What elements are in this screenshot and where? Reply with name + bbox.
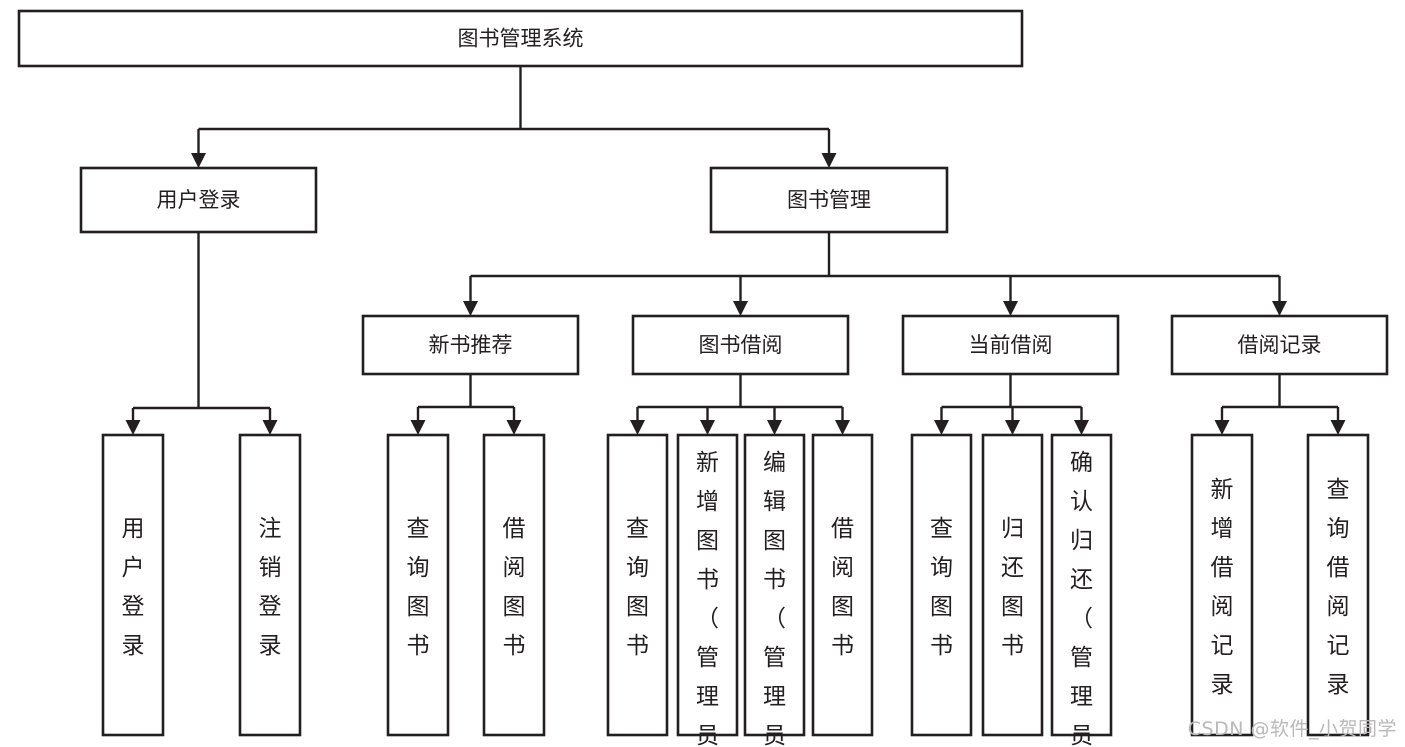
node-user-login[interactable]: 用户登录 bbox=[79, 166, 318, 234]
node-leaf-query-book-2[interactable]: 查询图书 bbox=[606, 433, 669, 737]
connector-group-new-book-rec bbox=[410, 374, 522, 435]
node-label: 借阅记录 bbox=[1238, 333, 1322, 357]
node-borrow-record[interactable]: 借阅记录 bbox=[1170, 314, 1389, 376]
node-label: 归还图书 bbox=[1001, 516, 1024, 659]
arrow-head-icon bbox=[463, 301, 478, 316]
node-label: 编辑图书（管理员） bbox=[763, 450, 786, 747]
node-leaf-user-login[interactable]: 用户登录 bbox=[101, 433, 165, 737]
node-label: 新增图书（管理员） bbox=[696, 450, 719, 747]
arrow-head-icon bbox=[191, 153, 206, 168]
node-label: 用户登录 bbox=[157, 188, 241, 212]
arrow-head-icon bbox=[835, 420, 850, 435]
node-label: 图书管理 bbox=[787, 188, 871, 212]
arrow-head-icon bbox=[1214, 420, 1230, 435]
arrow-head-icon bbox=[506, 420, 522, 435]
connector-group-book-manage bbox=[463, 232, 1287, 316]
node-label: 注销登录 bbox=[259, 516, 282, 659]
connector-group-root bbox=[191, 66, 837, 168]
arrow-head-icon bbox=[262, 420, 278, 435]
arrow-head-icon bbox=[767, 420, 782, 435]
node-new-book-rec[interactable]: 新书推荐 bbox=[361, 314, 580, 376]
node-label: 借阅图书 bbox=[503, 516, 526, 659]
node-leaf-confirm-return[interactable]: 确认归还（管理员） bbox=[1050, 433, 1113, 747]
arrow-head-icon bbox=[630, 420, 645, 435]
arrow-head-icon bbox=[733, 301, 748, 316]
arrow-head-icon bbox=[700, 420, 715, 435]
node-label: 查询图书 bbox=[626, 516, 649, 659]
node-label: 查询借阅记录 bbox=[1327, 477, 1350, 698]
node-leaf-query-record[interactable]: 查询借阅记录 bbox=[1306, 433, 1370, 737]
node-label: 当前借阅 bbox=[969, 333, 1053, 357]
node-leaf-query-book-3[interactable]: 查询图书 bbox=[910, 433, 973, 737]
connector-group-current-borrow bbox=[934, 374, 1089, 435]
arrow-head-icon bbox=[1272, 301, 1287, 316]
node-label: 新书推荐 bbox=[429, 333, 513, 357]
node-label: 新增借阅记录 bbox=[1211, 477, 1234, 698]
node-label: 用户登录 bbox=[122, 516, 145, 659]
arrow-head-icon bbox=[1074, 420, 1089, 435]
node-label: 图书借阅 bbox=[699, 333, 783, 357]
node-current-borrow[interactable]: 当前借阅 bbox=[901, 314, 1120, 376]
arrow-head-icon bbox=[410, 420, 426, 435]
node-leaf-query-book-1[interactable]: 查询图书 bbox=[386, 433, 450, 737]
node-book-manage[interactable]: 图书管理 bbox=[709, 166, 949, 234]
connector-group-user-login bbox=[125, 232, 278, 435]
arrow-head-icon bbox=[821, 153, 837, 168]
csdn-watermark: CSDN @软件_小贺同学 bbox=[1187, 718, 1397, 740]
arrow-head-icon bbox=[1005, 420, 1020, 435]
connector-group-book-borrow bbox=[630, 374, 850, 435]
node-label: 借阅图书 bbox=[831, 516, 854, 659]
arrow-head-icon bbox=[125, 420, 141, 435]
node-leaf-logout[interactable]: 注销登录 bbox=[238, 433, 302, 737]
node-leaf-edit-book[interactable]: 编辑图书（管理员） bbox=[743, 433, 806, 747]
arrow-head-icon bbox=[1330, 420, 1346, 435]
node-label: 查询图书 bbox=[930, 516, 953, 659]
node-label: 查询图书 bbox=[407, 516, 430, 659]
node-leaf-borrow-book-2[interactable]: 借阅图书 bbox=[811, 433, 874, 737]
node-label: 图书管理系统 bbox=[458, 27, 584, 51]
node-leaf-return-book[interactable]: 归还图书 bbox=[981, 433, 1044, 737]
node-label: 确认归还（管理员） bbox=[1070, 450, 1093, 747]
node-book-borrow[interactable]: 图书借阅 bbox=[631, 314, 850, 376]
node-leaf-add-book[interactable]: 新增图书（管理员） bbox=[676, 433, 739, 747]
node-leaf-borrow-book-1[interactable]: 借阅图书 bbox=[482, 433, 546, 737]
arrow-head-icon bbox=[1003, 301, 1018, 316]
node-root[interactable]: 图书管理系统 bbox=[17, 9, 1024, 68]
node-leaf-add-record[interactable]: 新增借阅记录 bbox=[1190, 433, 1254, 737]
connector-group-borrow-record bbox=[1214, 374, 1346, 435]
arrow-head-icon bbox=[934, 420, 949, 435]
